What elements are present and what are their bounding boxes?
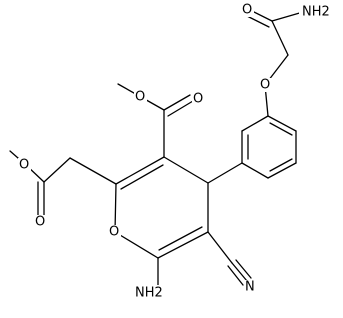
bond-benzene-1-inner: [269, 122, 293, 136]
bond-benzene-3: [267, 162, 297, 179]
atom-label-amide-o: O: [242, 3, 252, 18]
atom-label-ring-o: O: [109, 225, 119, 240]
bond-cn-triple-c: [235, 259, 252, 279]
bond-c3-c2: [115, 156, 165, 185]
bond-c5-cn: [207, 231, 233, 264]
bond-layer: [9, 9, 304, 287]
bond-c-nh2-amide: [271, 11, 304, 22]
bond-ch2-c-ester: [43, 157, 71, 183]
bond-aryl-c4: [207, 162, 243, 184]
bond-c4-c3: [163, 156, 209, 184]
bond-c3-c2-inner: [120, 164, 164, 190]
bond-o1-c6: [114, 231, 159, 259]
bond-benzene-4: [241, 162, 269, 179]
bond-ester-c-o-b: [167, 100, 194, 117]
atom-label-ether-o: O: [260, 78, 270, 93]
atom-label-amide-nh2: NH2: [302, 5, 330, 20]
atom-label-nitrile-n: N: [245, 280, 255, 295]
atom-label-ester-alkoxy-o: O: [135, 90, 145, 105]
atom-label-ester-carbonyl-o: O: [193, 92, 203, 107]
atom-label-side-ester-alkoxy-o: O: [19, 158, 29, 173]
bond-benzene-6: [241, 115, 269, 132]
bond-c-ch2-amide: [271, 20, 289, 56]
bond-ester-c-o-a: [163, 94, 191, 111]
bond-c2-o1: [114, 183, 117, 233]
bond-c6-c5-inner: [158, 226, 203, 251]
bond-cn-triple-a: [231, 262, 248, 282]
bond-cn-triple-b: [227, 265, 244, 286]
atom-label-side-ester-carbonyl-o: O: [35, 215, 45, 230]
bond-benzene-1: [267, 115, 297, 132]
bond-c6-c5: [157, 231, 209, 259]
bond-c-o-amide-b: [246, 15, 270, 28]
atom-label-layer: NH2 O O O O O O O NH2 N: [18, 3, 337, 301]
bond-benzene-3-inner: [269, 158, 293, 172]
bond-c2-ch2: [69, 157, 117, 185]
atom-label-amino-nh2: NH2: [135, 286, 163, 301]
